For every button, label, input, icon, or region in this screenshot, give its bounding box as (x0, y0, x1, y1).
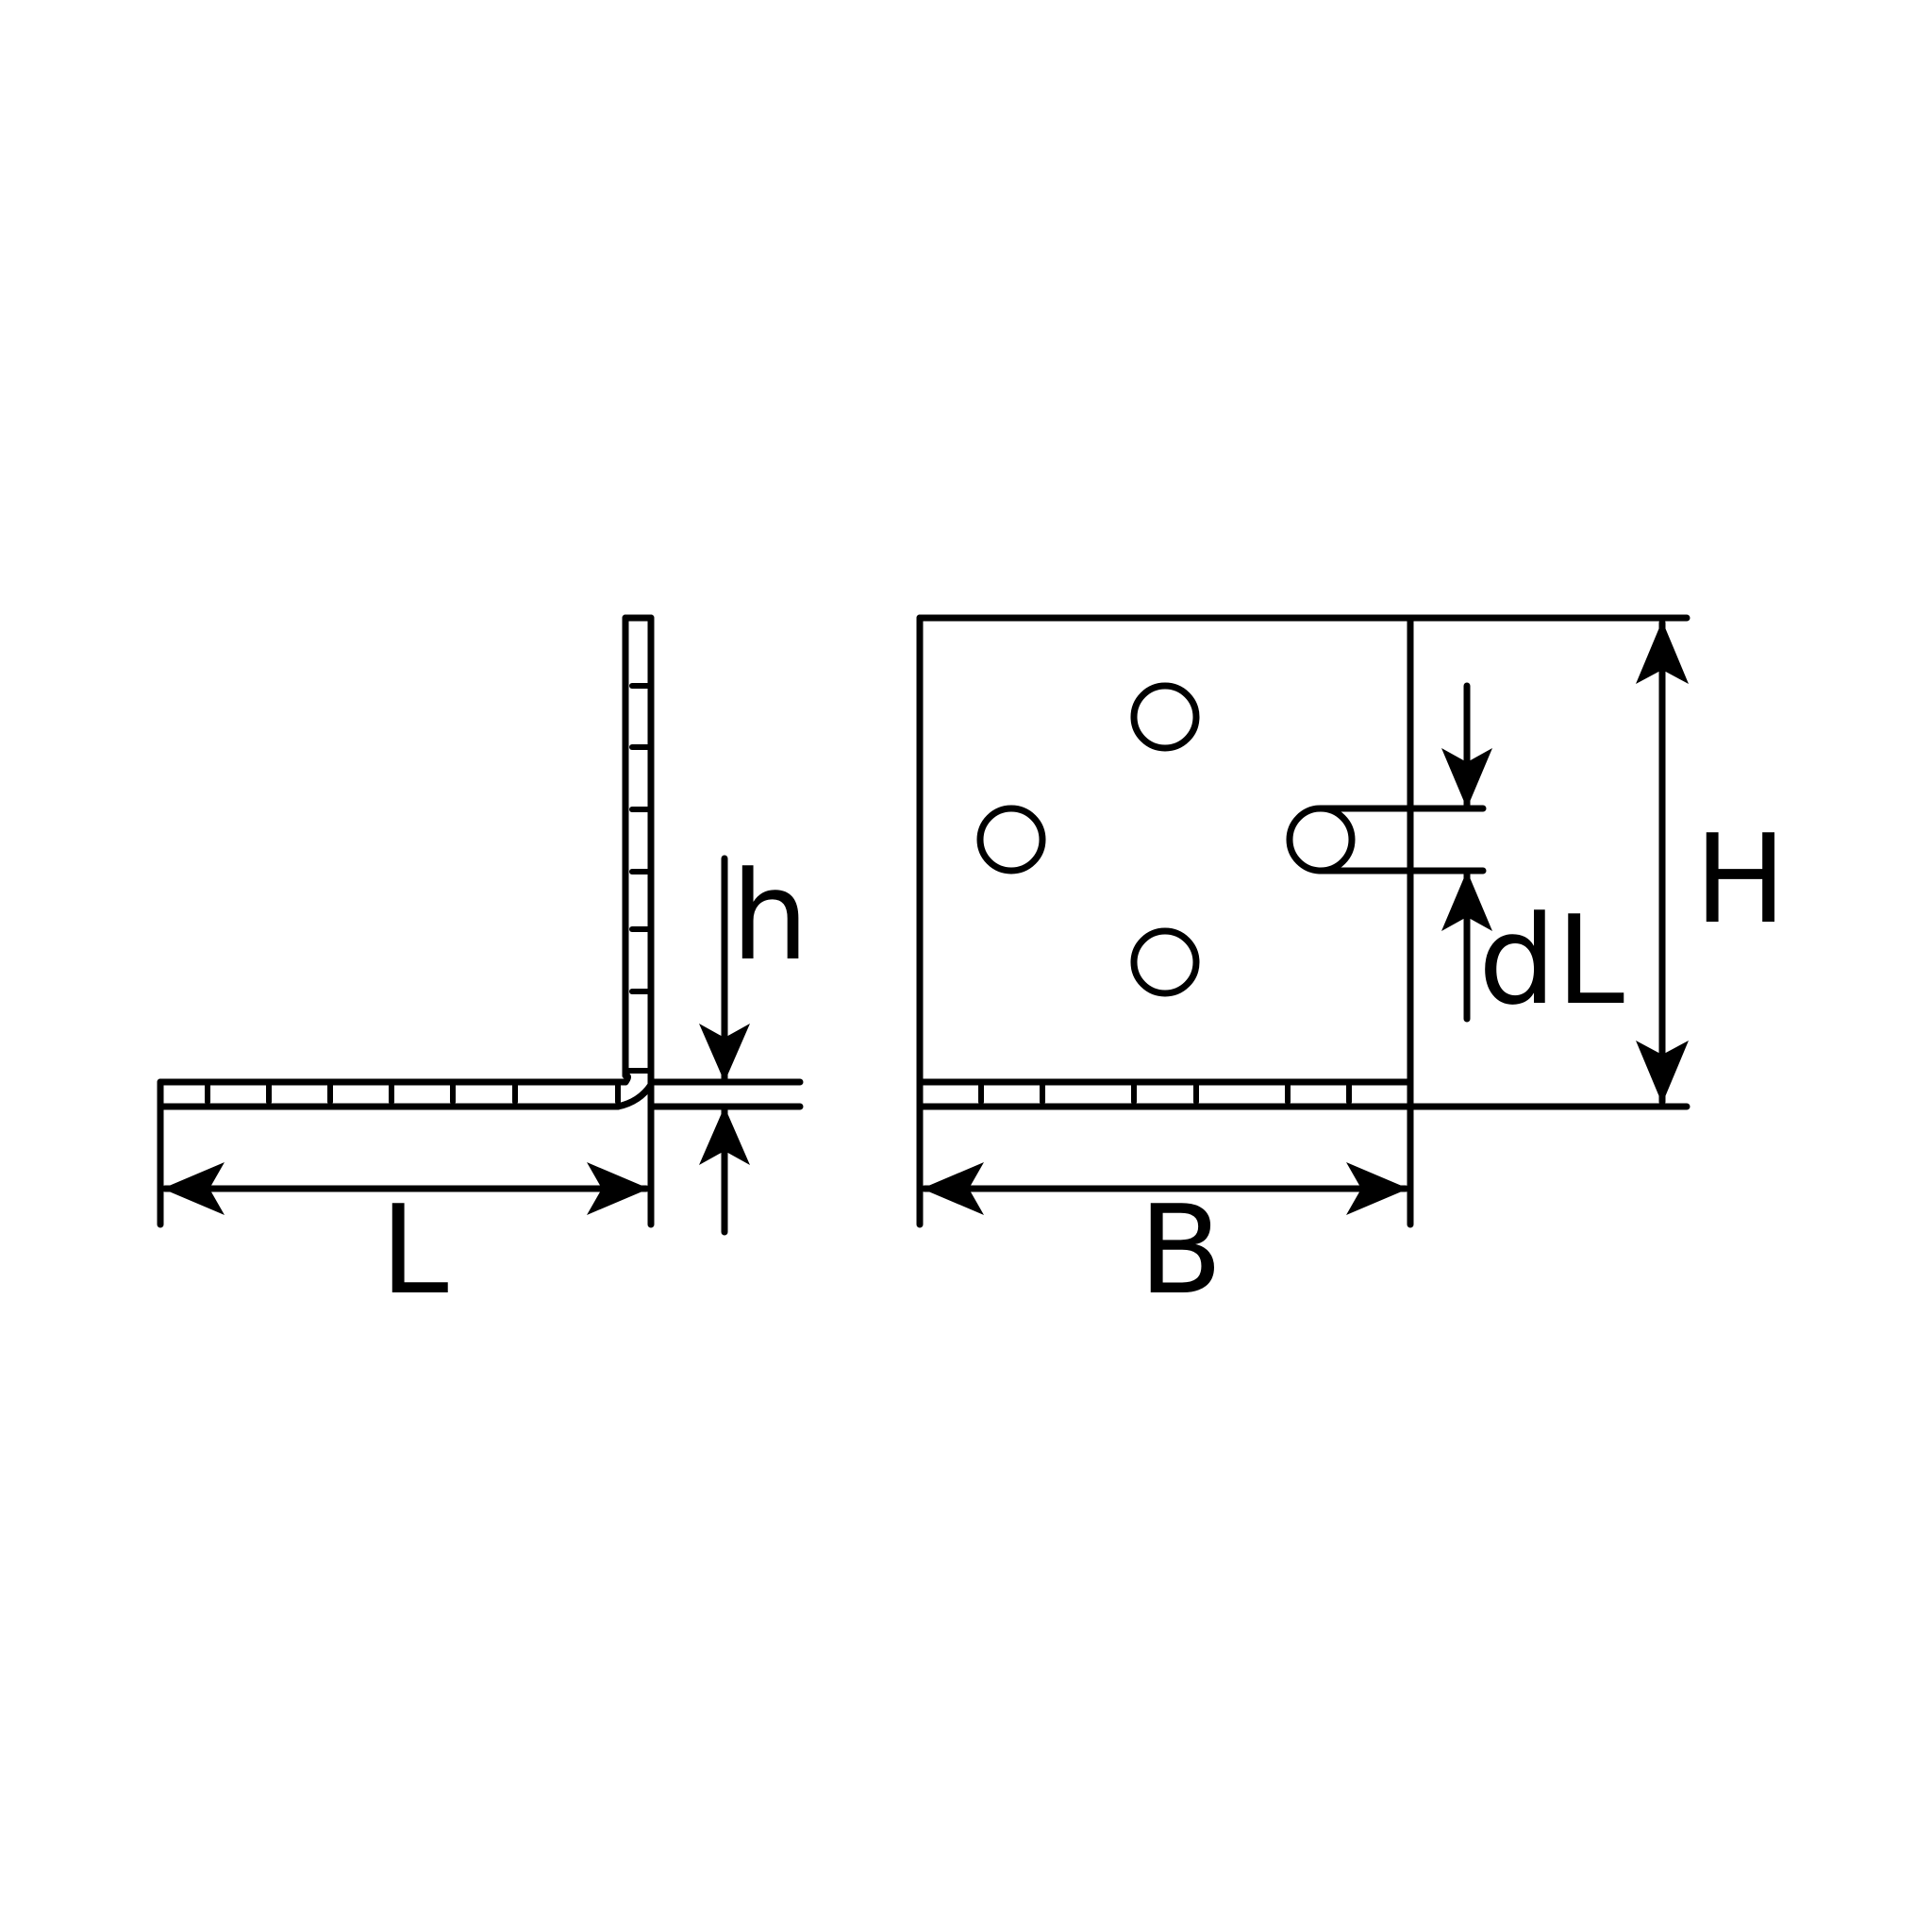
width-label: B (1139, 1178, 1223, 1322)
thickness-arrow-up (699, 1107, 750, 1165)
thickness-dimension: h (699, 844, 808, 1236)
length-arrow-right (587, 1162, 649, 1215)
vertical-leg (622, 614, 655, 1089)
hole-right (1286, 805, 1356, 874)
hole-top (1130, 682, 1200, 752)
height-arrow-down (1636, 1041, 1689, 1104)
height-label: H (1694, 808, 1787, 951)
width-arrow-right (1346, 1162, 1408, 1215)
height-arrow-up (1636, 621, 1689, 684)
length-label: L (380, 1178, 448, 1322)
horizontal-leg (157, 1072, 655, 1110)
mounting-holes (976, 682, 1356, 997)
bracket-face (916, 614, 1414, 1110)
hole-diameter-dimension: dL (1317, 682, 1624, 1032)
front-view: dL H B (916, 614, 1787, 1322)
horizontal-leg-ticks (205, 1082, 621, 1105)
hole-arrow-up (1441, 871, 1492, 931)
thickness-label: h (731, 844, 808, 988)
hole-diameter-label: dL (1478, 889, 1624, 1032)
hole-bottom (1130, 927, 1200, 997)
width-arrow-left (922, 1162, 984, 1215)
width-dimension: B (916, 1103, 1414, 1322)
thickness-arrow-down (699, 1024, 750, 1082)
length-dimension: L (157, 1081, 655, 1322)
bend-inner (622, 1072, 631, 1086)
side-view: h L (157, 614, 808, 1322)
vertical-leg-ticks (623, 683, 654, 1074)
length-arrow-left (162, 1162, 225, 1215)
height-dimension: H (1407, 614, 1787, 1110)
bend-corner (614, 1081, 655, 1110)
hole-arrow-down (1441, 748, 1492, 808)
base-ticks (978, 1082, 1352, 1105)
hole-left (976, 805, 1046, 874)
